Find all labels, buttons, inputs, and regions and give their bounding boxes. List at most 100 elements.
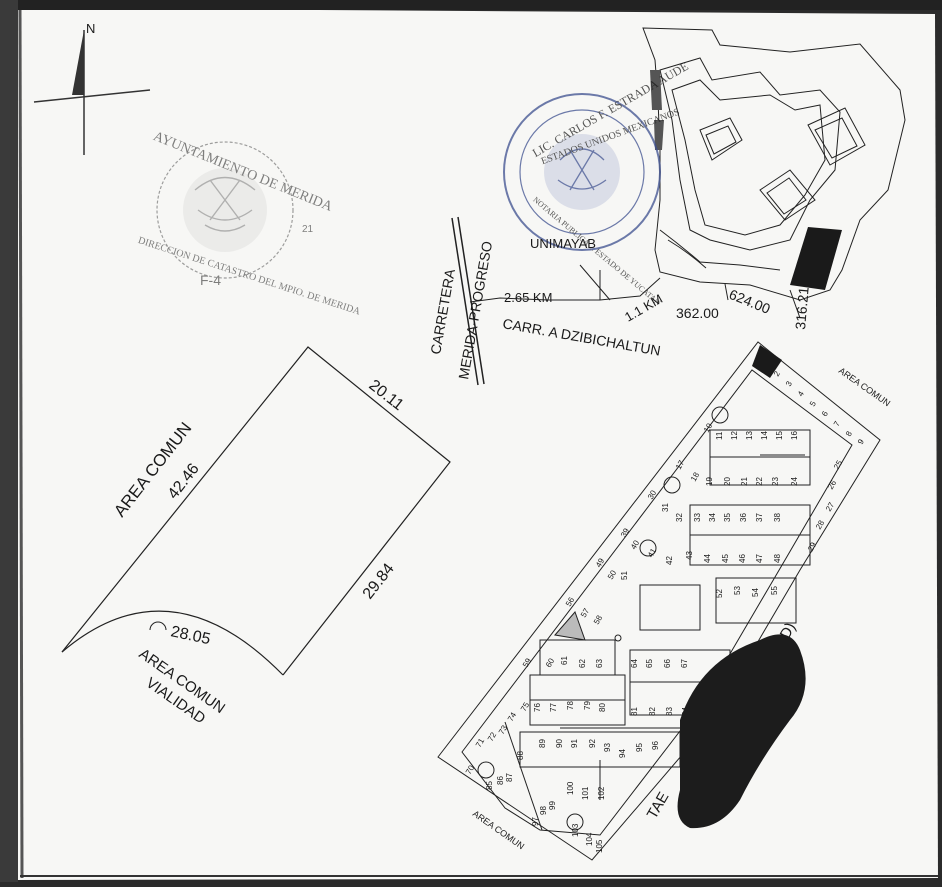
lot-number: 5 bbox=[808, 399, 818, 408]
lot-number: 52 bbox=[715, 589, 724, 598]
lot-number: 62 bbox=[578, 659, 587, 668]
building-1 bbox=[699, 117, 743, 161]
campus-inner-ring bbox=[659, 57, 841, 251]
lot-number: 64 bbox=[630, 659, 639, 668]
north-label: N bbox=[86, 21, 95, 36]
lot-number: 23 bbox=[771, 477, 780, 486]
building-3 bbox=[759, 169, 816, 221]
lot-number: 31 bbox=[661, 503, 670, 512]
lot-number: 92 bbox=[588, 739, 597, 748]
lot-number: 11 bbox=[715, 431, 724, 440]
lot-number: 99 bbox=[548, 801, 557, 810]
lot-number: 55 bbox=[770, 586, 779, 595]
lot-number: 32 bbox=[675, 513, 684, 522]
lot-number: 7 bbox=[832, 419, 842, 428]
subdivision-outline bbox=[437, 341, 881, 861]
lot-number: 66 bbox=[663, 659, 672, 668]
dark-parcel bbox=[790, 227, 842, 290]
lot-number: 21 bbox=[740, 477, 749, 486]
lot-number: 42 bbox=[665, 556, 674, 565]
road-dzibichaltun bbox=[469, 277, 661, 303]
lot-number: 89 bbox=[538, 739, 547, 748]
lot-number: 96 bbox=[651, 741, 660, 750]
unimayab-label: UNIMAYAB bbox=[530, 236, 596, 251]
lot-number: 93 bbox=[603, 743, 612, 752]
parcel-outline bbox=[61, 346, 451, 676]
campus-inner-ring-2 bbox=[671, 79, 826, 236]
lot-number: 81 bbox=[630, 707, 639, 716]
lot-number: 15 bbox=[775, 431, 784, 440]
lot-number: 103 bbox=[571, 823, 580, 837]
lot-number: 91 bbox=[570, 739, 579, 748]
lot-number: 90 bbox=[555, 739, 564, 748]
lot-number: 51 bbox=[620, 571, 629, 580]
lot-number: 104 bbox=[585, 832, 594, 846]
lot-number: 2 bbox=[772, 369, 782, 378]
lot-number: 14 bbox=[760, 431, 769, 440]
lot-number: 77 bbox=[549, 703, 558, 712]
redaction-mark bbox=[677, 634, 806, 829]
distance-2-65: 2.65 KM bbox=[504, 290, 552, 305]
lot-number: 101 bbox=[581, 786, 590, 800]
parcel-arc bbox=[61, 610, 284, 676]
lot-number: 12 bbox=[730, 431, 739, 440]
lot-number: 13 bbox=[745, 431, 754, 440]
lot-number: 45 bbox=[721, 554, 730, 563]
lot-number: 19 bbox=[705, 477, 714, 486]
lot-number: 88 bbox=[516, 751, 525, 760]
lot-number: 48 bbox=[773, 554, 782, 563]
lot-number: 36 bbox=[739, 513, 748, 522]
lot-number: 35 bbox=[723, 513, 732, 522]
seal-catastro-mark: F-4 bbox=[200, 272, 221, 288]
lot-number: 46 bbox=[738, 554, 747, 563]
lot-number: 95 bbox=[635, 743, 644, 752]
lot-number: 22 bbox=[755, 477, 764, 486]
lot-number: 67 bbox=[680, 659, 689, 668]
lot-number: 53 bbox=[733, 586, 742, 595]
carretera-line-1 bbox=[451, 217, 479, 386]
lot-number: 3 bbox=[784, 379, 794, 388]
location-map bbox=[451, 27, 906, 386]
lot-number: 24 bbox=[790, 477, 799, 486]
lot-number: 80 bbox=[598, 703, 607, 712]
paper-background bbox=[12, 8, 938, 880]
lot-number: 85 bbox=[485, 781, 494, 790]
distance-316: 316.21 bbox=[792, 286, 812, 330]
seal-catastro-number: 21 bbox=[302, 224, 314, 235]
lot-number: 61 bbox=[560, 656, 569, 665]
subdivision-plan bbox=[437, 341, 881, 861]
lot-number: 33 bbox=[693, 513, 702, 522]
lot-number: 37 bbox=[755, 513, 764, 522]
lot-number: 63 bbox=[595, 659, 604, 668]
lot-number: 105 bbox=[595, 839, 604, 853]
lot-number: 16 bbox=[790, 431, 799, 440]
lot-number: 47 bbox=[755, 554, 764, 563]
lot-number: 94 bbox=[618, 749, 627, 758]
carretera-line-2 bbox=[457, 216, 485, 385]
lot-number: 38 bbox=[773, 513, 782, 522]
lot-number: 34 bbox=[708, 513, 717, 522]
north-arrow: N bbox=[33, 21, 151, 155]
top-edge bbox=[0, 0, 942, 10]
lot-number: 79 bbox=[583, 701, 592, 710]
lot-number: 4 bbox=[796, 389, 806, 398]
lot-number: 65 bbox=[645, 659, 654, 668]
distance-362: 362.00 bbox=[676, 305, 719, 321]
lot-number: 9 bbox=[856, 437, 866, 446]
lot-number: 98 bbox=[539, 806, 548, 815]
lot-number: 83 bbox=[665, 707, 674, 716]
lot-number: 82 bbox=[648, 707, 657, 716]
lot-number: 8 bbox=[844, 429, 854, 438]
lot-number: 86 bbox=[496, 776, 505, 785]
lot-number: 20 bbox=[723, 477, 732, 486]
lot-number: 54 bbox=[751, 588, 760, 597]
lot-number: 6 bbox=[820, 409, 830, 418]
lot-number: 78 bbox=[566, 701, 575, 710]
lot-number: 44 bbox=[703, 554, 712, 563]
building-2 bbox=[807, 107, 866, 166]
lot-number: 43 bbox=[685, 551, 694, 560]
lot-number: 87 bbox=[505, 773, 514, 782]
left-edge bbox=[0, 0, 18, 882]
